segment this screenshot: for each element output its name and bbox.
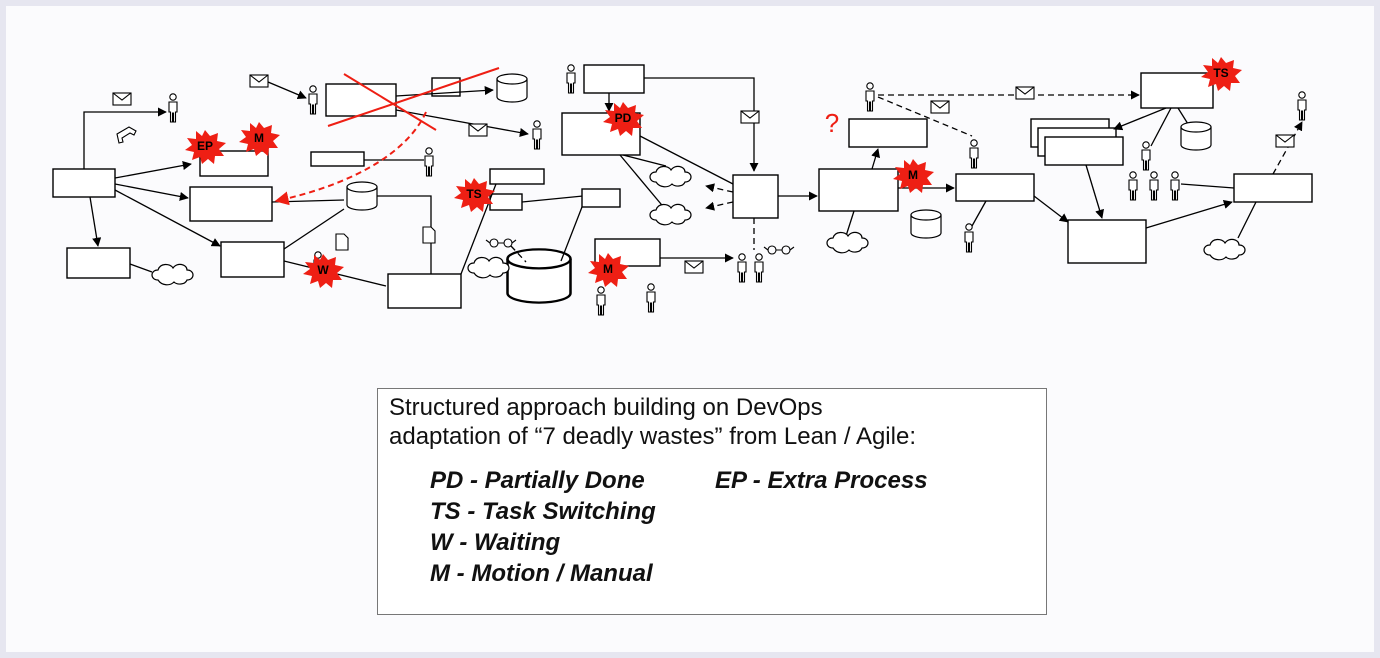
envelope-icon bbox=[468, 123, 488, 137]
database-icon bbox=[346, 181, 378, 211]
process-box bbox=[387, 273, 462, 309]
cloud-icon bbox=[649, 165, 692, 188]
legend-item-ts: TS - Task Switching bbox=[430, 498, 656, 525]
envelope-icon bbox=[740, 110, 760, 124]
process-box bbox=[581, 188, 621, 208]
person-icon bbox=[646, 283, 656, 313]
svg-text:M: M bbox=[908, 168, 918, 182]
document-icon bbox=[422, 226, 436, 244]
process-box bbox=[52, 168, 116, 198]
svg-text:TS: TS bbox=[466, 187, 481, 201]
process-box bbox=[848, 118, 928, 148]
envelope-icon bbox=[1015, 86, 1035, 100]
process-box bbox=[818, 168, 899, 212]
process-box bbox=[220, 241, 285, 278]
waste-burst-m: M bbox=[239, 122, 280, 156]
slide: ? EP M PD TS W M M TS Structured approac… bbox=[6, 6, 1374, 652]
process-box bbox=[1233, 173, 1313, 203]
database-icon bbox=[1180, 121, 1212, 151]
svg-text:PD: PD bbox=[615, 111, 632, 125]
legend-item-w: W - Waiting bbox=[430, 529, 561, 556]
waste-burst-ts: TS bbox=[454, 178, 495, 212]
person-icon bbox=[865, 82, 875, 112]
person-icon bbox=[1170, 171, 1180, 201]
envelope-icon bbox=[112, 92, 132, 106]
database-icon bbox=[910, 209, 942, 239]
cloud-icon bbox=[826, 231, 869, 254]
legend-intro-line: Structured approach building on DevOps bbox=[389, 394, 823, 421]
svg-text:W: W bbox=[317, 263, 329, 277]
process-box bbox=[325, 83, 397, 117]
legend-intro: Structured approach building on DevOps a… bbox=[389, 393, 916, 451]
legend-box: Structured approach building on DevOps a… bbox=[377, 388, 1047, 615]
waste-burst-ep: EP bbox=[185, 130, 226, 164]
person-icon bbox=[308, 85, 318, 115]
svg-text:M: M bbox=[254, 131, 264, 145]
process-box bbox=[66, 247, 131, 279]
legend-list-left: PD - Partially Done TS - Task Switching … bbox=[430, 465, 656, 589]
phone-icon bbox=[116, 126, 137, 144]
envelope-icon bbox=[930, 100, 950, 114]
person-icon bbox=[596, 286, 606, 316]
person-icon bbox=[737, 253, 747, 283]
process-box bbox=[594, 238, 661, 267]
process-box bbox=[489, 168, 545, 185]
legend-intro-line: adaptation of “7 deadly wastes” from Lea… bbox=[389, 423, 916, 450]
legend-item-ep: EP - Extra Process bbox=[715, 467, 928, 494]
person-icon bbox=[168, 93, 178, 123]
envelope-icon bbox=[1275, 134, 1295, 148]
waste-burst-w: W bbox=[303, 254, 344, 288]
waste-burst-ts: TS bbox=[1201, 57, 1242, 91]
process-box bbox=[189, 186, 273, 222]
person-icon bbox=[964, 223, 974, 253]
person-icon bbox=[532, 120, 542, 150]
envelope-icon bbox=[684, 260, 704, 274]
glasses-icon bbox=[485, 238, 517, 248]
envelope-icon bbox=[249, 74, 269, 88]
legend-list-right: EP - Extra Process bbox=[715, 465, 928, 496]
process-box bbox=[1140, 72, 1214, 109]
process-box bbox=[489, 193, 523, 211]
process-diagram: ? EP M PD TS W M M TS bbox=[52, 57, 1313, 316]
process-box bbox=[583, 64, 645, 94]
legend-item-m: M - Motion / Manual bbox=[430, 560, 653, 587]
document-icon bbox=[335, 233, 349, 251]
person-icon bbox=[969, 139, 979, 169]
person-icon bbox=[1141, 141, 1151, 171]
person-icon bbox=[1128, 171, 1138, 201]
database-icon bbox=[506, 248, 572, 304]
cloud-icon bbox=[467, 256, 510, 279]
person-icon bbox=[754, 253, 764, 283]
process-box bbox=[732, 174, 779, 219]
glasses-icon bbox=[763, 245, 795, 255]
person-icon bbox=[424, 147, 434, 177]
waste-burst-m: M bbox=[588, 253, 629, 287]
legend-item-pd: PD - Partially Done bbox=[430, 467, 645, 494]
question-mark: ? bbox=[825, 108, 839, 138]
database-icon bbox=[496, 73, 528, 103]
cloud-icon bbox=[151, 263, 194, 286]
process-box bbox=[1044, 136, 1124, 166]
svg-text:M: M bbox=[603, 262, 613, 276]
waste-burst-pd: PD bbox=[603, 102, 644, 136]
person-icon bbox=[1149, 171, 1159, 201]
person-icon bbox=[1297, 91, 1307, 121]
process-box bbox=[955, 173, 1035, 202]
process-box bbox=[310, 151, 365, 167]
process-box bbox=[1067, 219, 1147, 264]
cloud-icon bbox=[649, 203, 692, 226]
svg-text:TS: TS bbox=[1213, 66, 1228, 80]
cloud-icon bbox=[1203, 238, 1246, 261]
waste-burst-m: M bbox=[893, 159, 934, 193]
svg-text:EP: EP bbox=[197, 139, 213, 153]
person-icon bbox=[566, 64, 576, 94]
